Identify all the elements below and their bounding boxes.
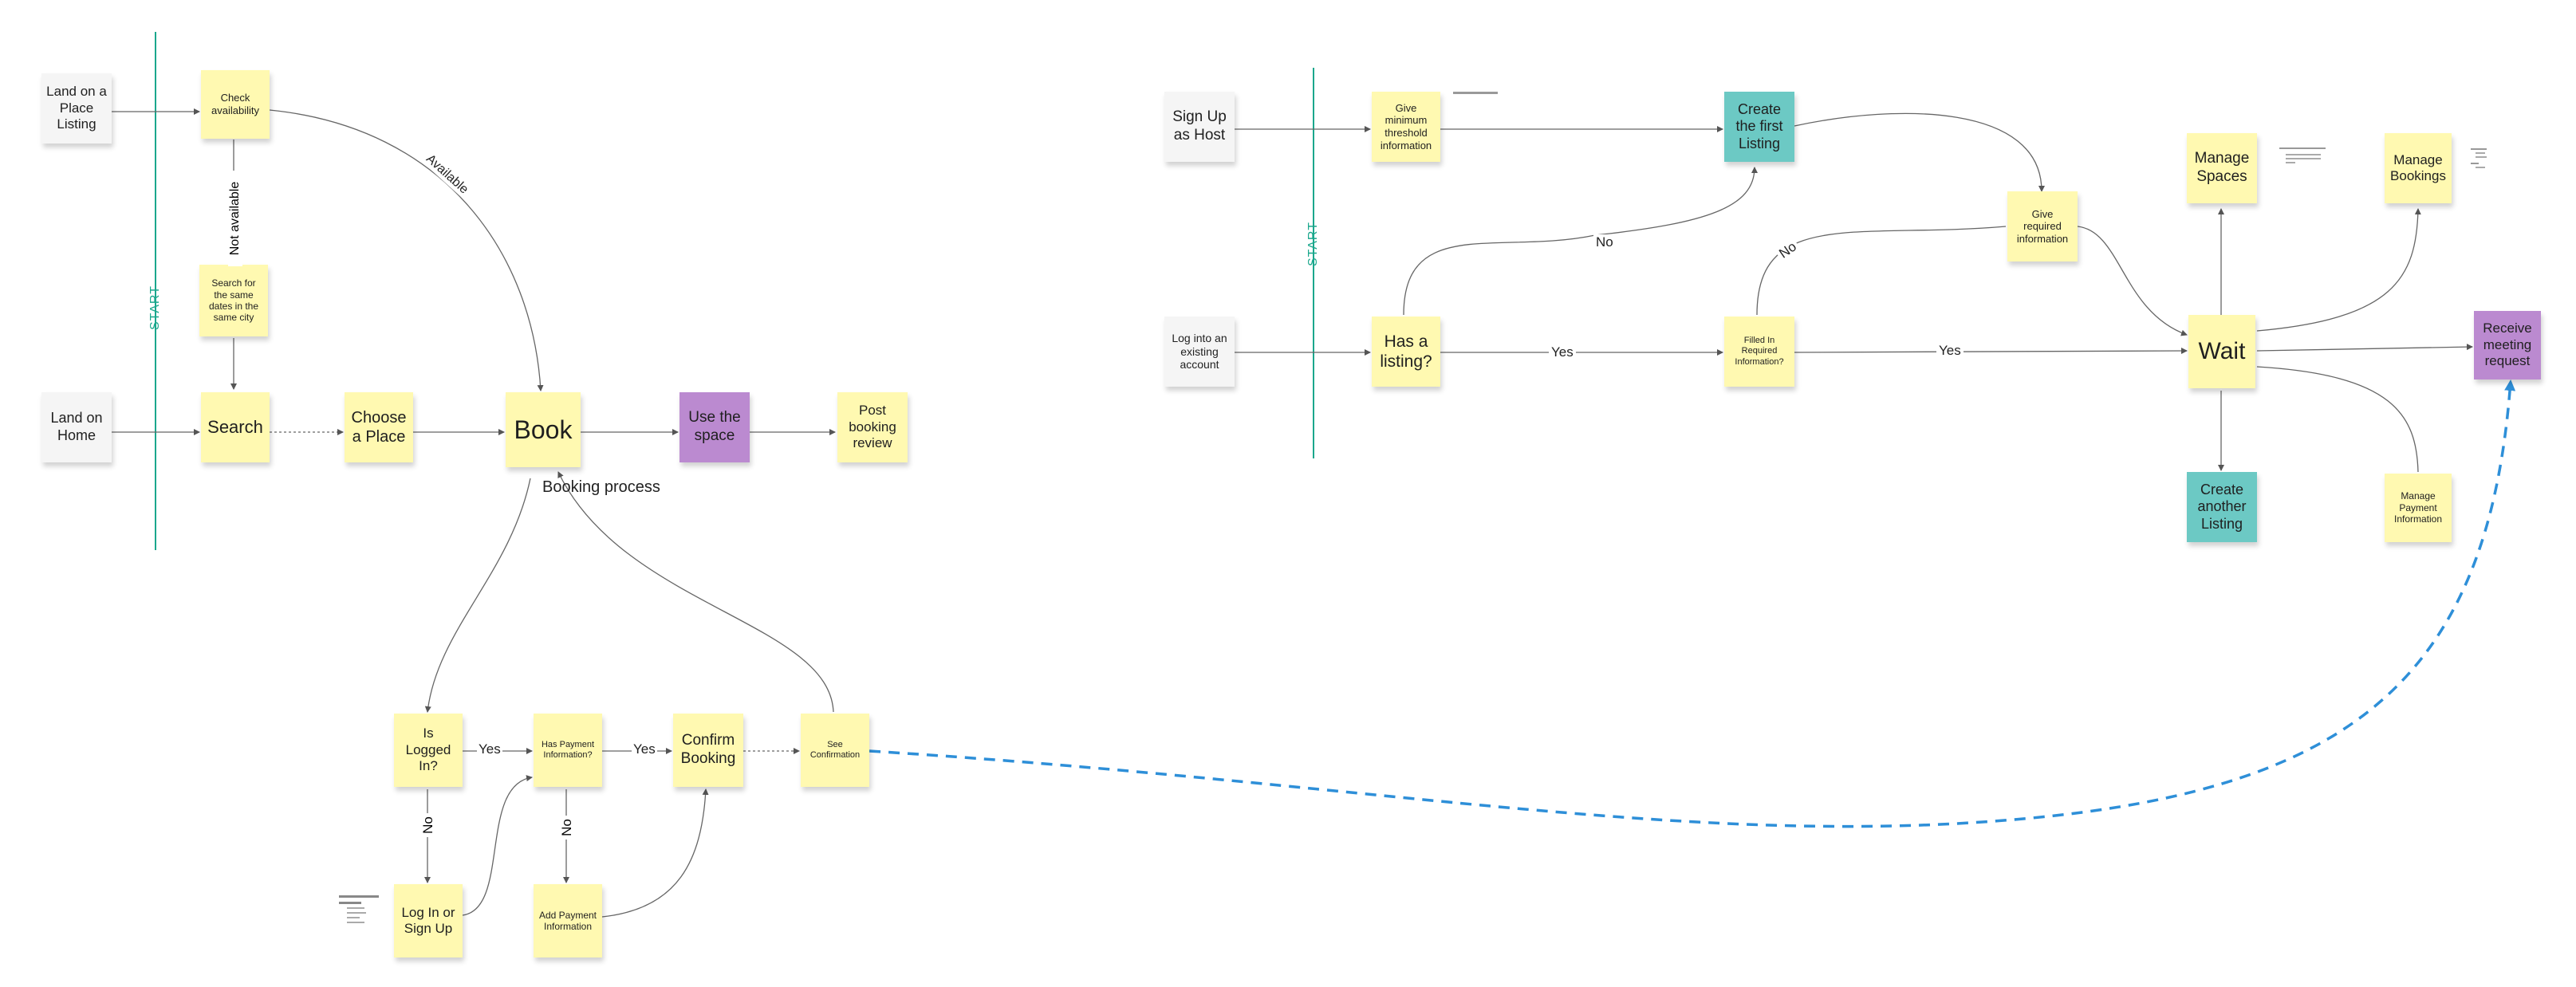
filled-required-note[interactable]: Filled In Required Information? [1724, 317, 1794, 387]
guest-start-label: START [148, 285, 162, 330]
confirm-booking-note[interactable]: Confirm Booking [673, 714, 743, 787]
manage-spaces-note[interactable]: Manage Spaces [2187, 133, 2257, 203]
search-note[interactable]: Search [201, 392, 270, 462]
required-info-note[interactable]: Give required information [2007, 191, 2078, 261]
see-confirmation-note[interactable]: See Confirmation [801, 714, 869, 787]
host-no-label-1: No [1593, 234, 1616, 250]
use-space-note[interactable]: Use the space [679, 392, 750, 462]
not-available-label: Not available [228, 171, 242, 266]
login-signup-note[interactable]: Log In or Sign Up [394, 884, 463, 958]
yes-label-1: Yes [477, 741, 502, 757]
host-yes-label-2: Yes [1936, 343, 1964, 359]
has-payment-note[interactable]: Has Payment Information? [534, 714, 602, 787]
manage-bookings-note[interactable]: Manage Bookings [2385, 133, 2452, 203]
no-label-1: No [420, 813, 436, 837]
land-on-listing-note[interactable]: Land on a Place Listing [41, 73, 112, 144]
manage-payment-note[interactable]: Manage Payment Information [2385, 474, 2452, 542]
log-existing-note[interactable]: Log into an existing account [1164, 317, 1235, 387]
threshold-side-note [1453, 92, 1501, 94]
yes-label-2: Yes [632, 741, 657, 757]
min-threshold-note[interactable]: Give minimum threshold information [1372, 92, 1440, 162]
spaces-side-note [2279, 147, 2327, 163]
sign-up-host-note[interactable]: Sign Up as Host [1164, 92, 1235, 162]
create-first-listing-note[interactable]: Create the first Listing [1724, 92, 1794, 162]
host-yes-label-1: Yes [1549, 344, 1576, 360]
receive-request-note[interactable]: Receive meeting request [2474, 311, 2541, 379]
has-listing-note[interactable]: Has a listing? [1372, 317, 1440, 387]
is-logged-in-note[interactable]: Is Logged In? [394, 714, 463, 787]
no-label-2: No [559, 816, 575, 840]
choose-place-note[interactable]: Choose a Place [345, 392, 413, 462]
wait-note[interactable]: Wait [2188, 315, 2255, 388]
host-start-label: START [1306, 222, 1320, 266]
check-availability-note[interactable]: Check availability [201, 70, 270, 139]
login-side-note [339, 895, 387, 923]
search-same-dates-note[interactable]: Search for the same dates in the same ci… [199, 265, 268, 336]
create-another-listing-note[interactable]: Create another Listing [2187, 472, 2257, 542]
booking-process-label: Booking process [542, 478, 660, 496]
land-on-home-note[interactable]: Land on Home [41, 392, 112, 462]
add-payment-note[interactable]: Add Payment Information [534, 884, 602, 958]
book-note[interactable]: Book [506, 392, 581, 467]
bookings-side-note [2471, 148, 2495, 168]
post-review-note[interactable]: Post booking review [837, 392, 908, 462]
